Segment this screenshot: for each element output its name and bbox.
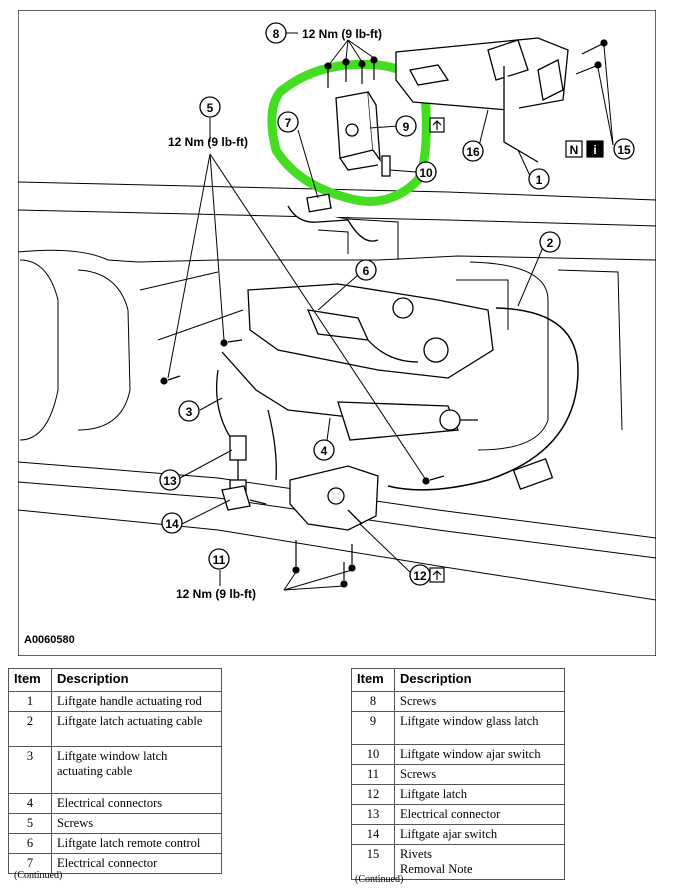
motor-assembly [337,401,461,441]
latch-remote-control [247,283,494,379]
item-description: Liftgate latch remote control [51,833,222,854]
callout-3: 3 [186,405,193,419]
screws-11 [292,540,356,588]
ajar-switch-14 [221,485,267,511]
item-description: Screws [394,691,565,712]
exploded-diagram: 8 5 7 9 10 16 1 15 2 6 3 4 13 14 11 12 N… [18,10,656,656]
item-number: 10 [351,744,395,765]
torque-label-11: 12 Nm (9 lb-ft) [176,587,256,601]
item-number: 5 [8,813,52,834]
rivets-15 [575,39,608,75]
callout-13: 13 [163,474,177,488]
item-number: 6 [8,833,52,854]
callout-12: 12 [413,569,427,583]
window-glass-latch [335,91,391,177]
item-description: Liftgate latch [394,784,565,805]
item-description: Electrical connector [394,804,565,825]
connector-7 [287,193,379,242]
screws-5 [160,339,445,485]
cable-sleeve [512,457,554,491]
callout-14: 14 [165,517,179,531]
item-number: 4 [8,793,52,814]
item-description: Liftgate ajar switch [394,824,565,845]
item-number: 9 [351,711,395,745]
torque-label-8: 12 Nm (9 lb-ft) [302,27,382,41]
window-latch-cable [215,351,478,481]
note-boxes [429,117,604,583]
item-number: 2 [8,711,52,747]
item-number: 14 [351,824,395,845]
callout-5: 5 [207,101,214,115]
note-n-label: N [570,143,579,157]
figure-id: A0060580 [24,634,75,646]
column-header-description: Description [394,668,565,692]
item-description: Liftgate latch actuating cable [51,711,222,747]
continued-note-left: (Continued) [14,870,63,881]
item-description: Rivets Removal Note [394,844,565,880]
item-number: 11 [351,764,395,785]
callout-1: 1 [536,173,543,187]
item-number: 3 [8,746,52,794]
item-description: Liftgate window glass latch [394,711,565,745]
callout-10: 10 [419,166,433,180]
column-header-description: Description [51,668,222,692]
callout-circles [159,22,635,586]
item-description: Electrical connector [51,853,222,874]
leader-lines [167,32,614,591]
callout-15: 15 [617,143,631,157]
column-header-item: Item [8,668,52,692]
torque-label-5: 12 Nm (9 lb-ft) [168,135,248,149]
note-i-label: i [593,143,596,157]
continued-note-right: (Continued) [355,874,404,885]
item-description: Liftgate handle actuating rod [51,691,222,712]
item-number: 8 [351,691,395,712]
callout-9: 9 [403,120,410,134]
item-description: Electrical connectors [51,793,222,814]
callout-8: 8 [273,27,280,41]
callout-4: 4 [321,444,328,458]
callout-2: 2 [547,236,554,250]
callout-16: 16 [466,145,480,159]
callout-6: 6 [363,264,370,278]
item-description: Screws [51,813,222,834]
item-number: 12 [351,784,395,805]
item-number: 1 [8,691,52,712]
liftgate-panel [18,181,656,601]
liftgate-latch [289,465,379,531]
highlight-circle [267,59,431,206]
latch-actuating-cable [387,307,579,491]
callout-7: 7 [285,116,292,130]
item-description: Liftgate window ajar switch [394,744,565,765]
item-number: 13 [351,804,395,825]
liftgate-handle [395,37,569,163]
column-header-item: Item [351,668,395,692]
item-description: Screws [394,764,565,785]
item-description: Liftgate window latch actuating cable [51,746,222,794]
callout-11: 11 [213,553,226,567]
